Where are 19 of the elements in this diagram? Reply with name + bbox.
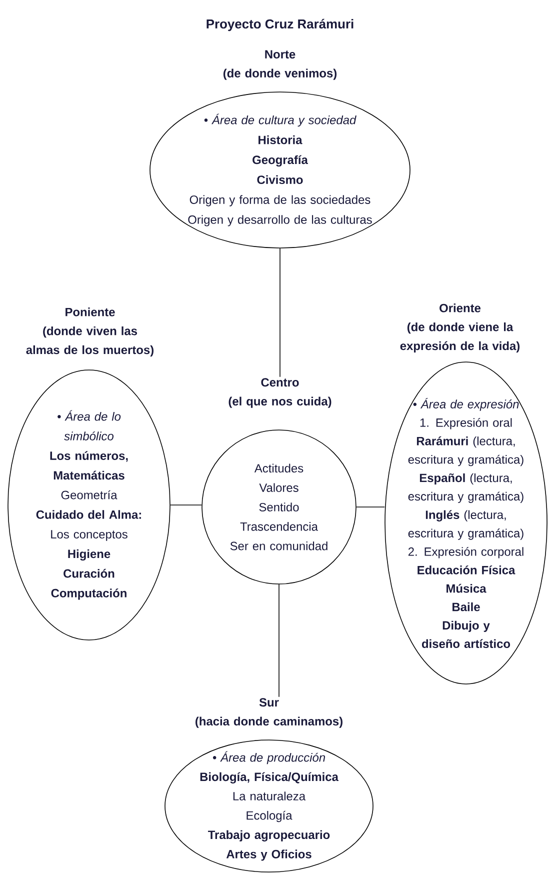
ellipse-node: Oriente (de donde viene la expresión de la vida) • Área de expresión 1. Expresión oral Rarámuri (lectura, escritura y gramática) Español (lectura, escritura y gramática) Inglés (lectura, escritura y gramática) 2. Expresión corporal Educación Física Música Baile Dibujo y diseño artístico bbox=[384, 304, 548, 684]
connector-line bbox=[170, 504, 202, 506]
node-label: (donde viven las almas de los muertos) bbox=[26, 326, 154, 357]
ellipse-node: Centro (el que nos cuida) Actitudes Valores Sentido Trascendencia Ser en comunidad bbox=[202, 378, 356, 584]
node-label: (hacia donde caminamos) bbox=[196, 716, 342, 728]
node-label: Poniente bbox=[66, 308, 115, 316]
node-label: Sur bbox=[259, 698, 279, 707]
node-label: Centro bbox=[261, 378, 299, 387]
node-label: Norte bbox=[265, 50, 296, 59]
node-label: (de donde venimos) bbox=[223, 68, 337, 80]
connector-line bbox=[356, 506, 385, 508]
ellipse-node: Poniente (donde viven las almas de los muertos) • Área de lo simbólico Los números, Matemáticas Geometría Cuidado del Alma: Los conceptos Higiene Curación Computación bbox=[8, 308, 170, 640]
node-label: (el que nos cuida) bbox=[228, 396, 332, 408]
connector-line bbox=[278, 584, 280, 698]
node-label: (de donde viene la expresión de la vida) bbox=[400, 322, 520, 353]
node-label: Oriente bbox=[440, 304, 481, 312]
title: Proyecto Cruz Rarámuri bbox=[206, 18, 354, 32]
ellipse-node: Sur (hacia donde caminamos) • Área de producción Biología, Física/Química La naturaleza Ecología Trabajo agropecuario Artes y Oficios bbox=[164, 698, 374, 872]
ellipse-node: Norte (de donde venimos) • Área de cultura y sociedad Historia Geografía Civismo Origen y forma de las sociedades Origen y desarrollo de las culturas bbox=[150, 50, 410, 248]
